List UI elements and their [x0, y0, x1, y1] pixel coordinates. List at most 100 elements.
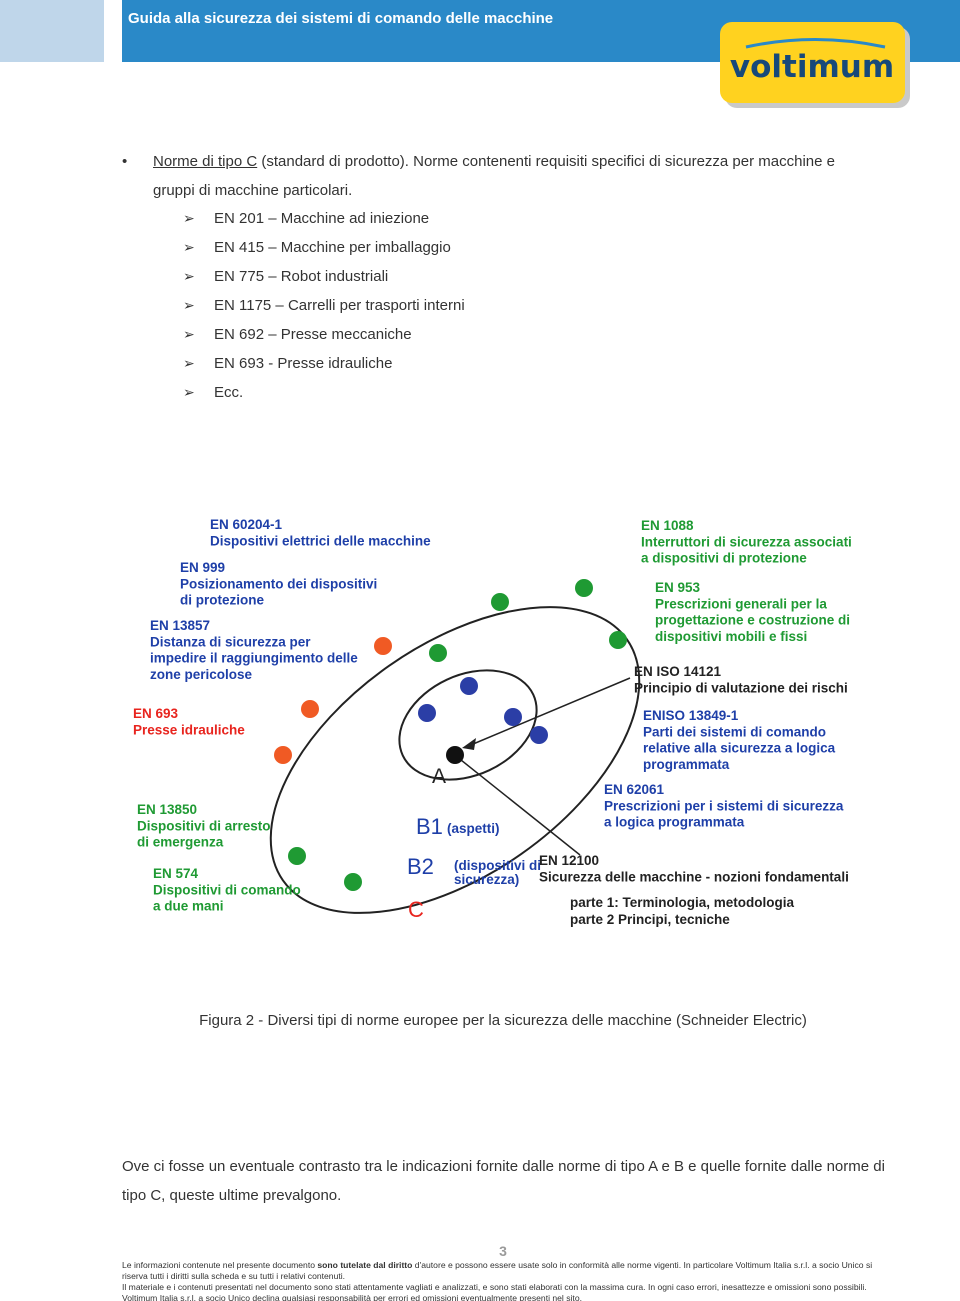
label-b2-note-1: (dispositivi di [454, 858, 541, 873]
standard-desc-label: Distanza di sicurezza per [150, 634, 311, 649]
standard-desc-label: Prescrizioni per i sistemi di sicurezza [604, 798, 844, 813]
label-a: A [432, 765, 446, 788]
ellipse-c [269, 606, 641, 914]
logo-text: voltimum [730, 49, 894, 85]
standard-code-label: EN 1088 [641, 518, 694, 533]
footer-p1-end: d'autore e possono essere usate solo in … [122, 1260, 873, 1281]
standard-code-label: EN 13857 [150, 618, 210, 633]
arrow-bullet-icon: ➢ [183, 239, 195, 255]
bullet-marker: • [122, 153, 128, 170]
header-side-block [0, 0, 104, 62]
standard-desc-label: Principio di valutazione dei rischi [634, 680, 848, 695]
node-green [609, 631, 627, 649]
standard-desc-label: Parti dei sistemi di comando [643, 724, 826, 739]
footer-paragraph-1: Le informazioni contenute nel presente d… [122, 1260, 890, 1282]
sub-list-text: EN 201 – Macchine ad iniezione [214, 210, 430, 227]
label-c: C [408, 897, 424, 922]
standard-code-label: EN 13850 [137, 802, 197, 817]
standard-desc-label: dispositivi mobili e fissi [655, 629, 807, 644]
node-red [301, 700, 319, 718]
standard-desc-label: a dispositivi di protezione [641, 551, 807, 566]
pointer-arrow-head [462, 738, 476, 750]
bullet-link-text: Norme di tipo C [153, 153, 258, 170]
standard-desc-label: Interruttori di sicurezza associati [641, 534, 852, 549]
voltimum-logo: voltimum [720, 22, 910, 108]
en12100-part-2: parte 2 Principi, tecniche [570, 912, 730, 927]
footer-paragraph-2: Il materiale e i contenuti presentati ne… [122, 1282, 867, 1301]
node-blue [460, 677, 478, 695]
standard-desc-label: programmata [643, 757, 730, 772]
sub-list-item: ➢ EN 415 – Macchine per imballaggio [183, 233, 465, 262]
pointer-line-en12100 [455, 755, 581, 856]
standard-code-label: ENISO 13849-1 [643, 708, 739, 723]
standard-desc-label: di emergenza [137, 835, 224, 850]
body-paragraph: Ove ci fosse un eventuale contrasto tra … [122, 1158, 885, 1204]
node-green [344, 873, 362, 891]
list-item: • Norme di tipo C (standard di prodotto)… [122, 147, 862, 205]
node-a [446, 746, 464, 764]
sub-list-text: EN 775 – Robot industriali [214, 268, 389, 285]
figure-caption: Figura 2 - Diversi tipi di norme europee… [199, 1012, 807, 1029]
sub-list-item: ➢ EN 692 – Presse meccaniche [183, 320, 465, 349]
standard-code-label: EN ISO 14121 [634, 664, 722, 679]
sub-list-item: ➢ Ecc. [183, 378, 465, 407]
standard-desc-label: Dispositivi di arresto [137, 818, 271, 833]
standard-desc-label: Sicurezza delle macchine - nozioni fonda… [539, 869, 849, 884]
bullet-text: (standard di prodotto). Norme contenenti… [153, 153, 835, 199]
node-green [429, 644, 447, 662]
label-b2-note-2: sicurezza) [454, 872, 519, 887]
sub-list-text: EN 415 – Macchine per imballaggio [214, 239, 451, 256]
arrow-bullet-icon: ➢ [183, 384, 195, 400]
pointer-line-iso14121 [465, 677, 631, 748]
standard-code-label: EN 693 [133, 706, 179, 721]
sub-list-item: ➢EN 693 - Presse idrauliche [183, 349, 465, 378]
arrow-bullet-icon: ➢ [183, 326, 195, 342]
standard-code-label: EN 62061 [604, 782, 665, 797]
label-b1: B1 [416, 814, 443, 839]
footer-disclaimer: Le informazioni contenute nel presente d… [122, 1260, 890, 1301]
sub-list-text: Ecc. [214, 384, 244, 401]
standard-desc-label: Posizionamento dei dispositivi [180, 576, 377, 591]
label-b2: B2 [407, 854, 434, 879]
standard-code-label: EN 60204-1 [210, 517, 283, 532]
standard-desc-label: Presse idrauliche [133, 722, 245, 737]
node-green [575, 579, 593, 597]
standard-desc-label: impedire il raggiungimento delle [150, 651, 358, 666]
footer-p1-start: Le informazioni contenute nel presente d… [122, 1260, 318, 1270]
standard-code-label: EN 574 [153, 866, 199, 881]
standard-desc-label: progettazione e costruzione di [655, 613, 850, 628]
node-green [288, 847, 306, 865]
node-green [491, 593, 509, 611]
standard-desc-label: Dispositivi elettrici delle macchine [210, 533, 431, 548]
arrow-bullet-icon: ➢ [183, 210, 195, 226]
sub-list-text: EN 692 – Presse meccaniche [214, 326, 412, 343]
standard-desc-label: Dispositivi di comando [153, 882, 301, 897]
node-blue [504, 708, 522, 726]
standard-desc-label: a logica programmata [604, 815, 745, 830]
sub-list-item: ➢ EN 201 – Macchine ad iniezione [183, 204, 465, 233]
standard-desc-label: relative alla sicurezza a logica [643, 741, 836, 756]
node-red [374, 637, 392, 655]
bullet-list: • Norme di tipo C (standard di prodotto)… [122, 147, 862, 205]
document-title: Guida alla sicurezza dei sistemi di coma… [128, 10, 554, 27]
sub-list-item: ➢ EN 1175 – Carrelli per trasporti intern… [183, 291, 465, 320]
standard-desc-label: zone pericolose [150, 667, 253, 682]
footer-p1-bold: sono tutelate dal diritto [317, 1260, 413, 1270]
ellipse-b [398, 669, 538, 781]
node-blue [418, 704, 436, 722]
sub-list-text: EN 1175 – Carrelli per trasporti interni [214, 297, 465, 314]
sub-list-item: ➢EN 775 – Robot industriali [183, 262, 465, 291]
standards-figure: A B1 (aspetti) B2 (dispositivi di sicure… [0, 500, 960, 940]
standard-code-label: EN 999 [180, 560, 225, 575]
arrow-bullet-icon: ➢ [183, 297, 195, 313]
node-red [274, 746, 292, 764]
sub-list-text: EN 693 - Presse idrauliche [214, 355, 393, 372]
standards-diagram: A B1 (aspetti) B2 (dispositivi di sicure… [133, 517, 852, 927]
standard-code-label: EN 12100 [539, 853, 599, 868]
sub-list: ➢ EN 201 – Macchine ad iniezione ➢ EN 415 –… [183, 204, 465, 407]
node-blue [530, 726, 548, 744]
standard-code-label: EN 953 [655, 580, 701, 595]
en12100-part-1: parte 1: Terminologia, metodologia [570, 895, 795, 910]
label-b1-note: (aspetti) [447, 821, 500, 836]
